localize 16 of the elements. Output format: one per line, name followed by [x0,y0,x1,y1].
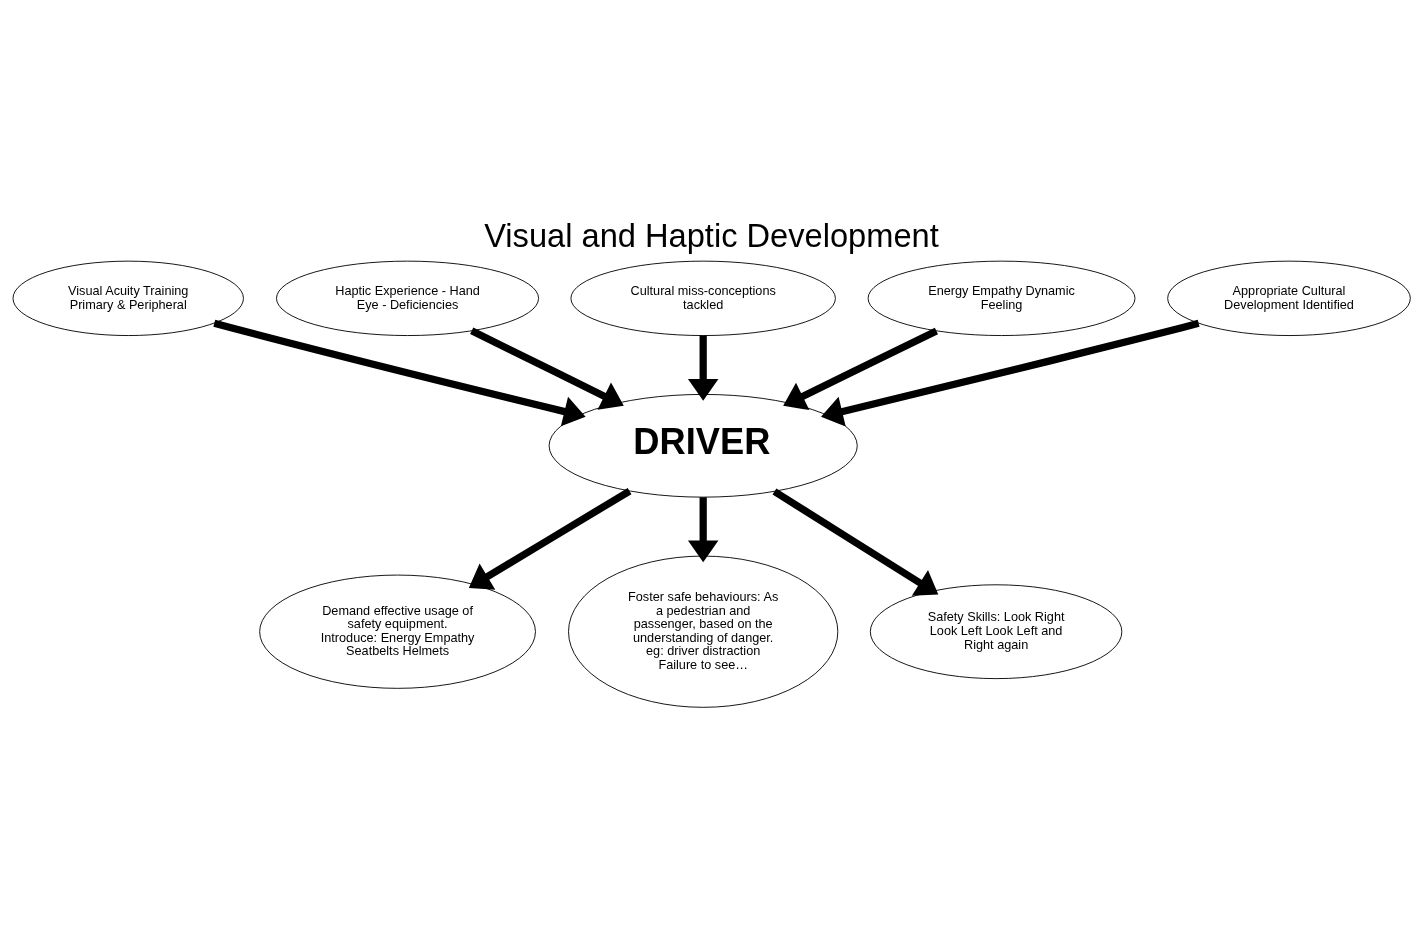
node-ellipse: Cultural miss-conceptions tackled [570,260,836,336]
node-ellipse: Haptic Experience - Hand Eye - Deficiencies [276,260,540,336]
arrow [821,319,1200,427]
arrow [687,335,719,401]
arrow [470,327,624,410]
arrow [213,319,586,427]
node-ellipse: Demand effective usage of safety equipment. Introduce: Energy Empathy Seatbelts Helmets [259,574,536,689]
node-ellipse: Visual Acuity Training Primary & Peripheral [12,260,244,336]
diagram-title: Visual and Haptic Development [484,217,939,255]
arrow [783,327,938,410]
node-ellipse: Foster safe behaviours: As a pedestrian and passenger, based on the understanding of danger. eg: driver distraction Failure to see… [568,555,839,708]
arrow [468,487,632,590]
node-ellipse: Safety Skills: Look Right Look Left Look Left and Right again [869,584,1123,680]
node-ellipse: Appropriate Cultural Development Identified [1167,260,1411,336]
arrow [772,488,939,596]
node-ellipse: Energy Empathy Dynamic Feeling [867,260,1136,336]
